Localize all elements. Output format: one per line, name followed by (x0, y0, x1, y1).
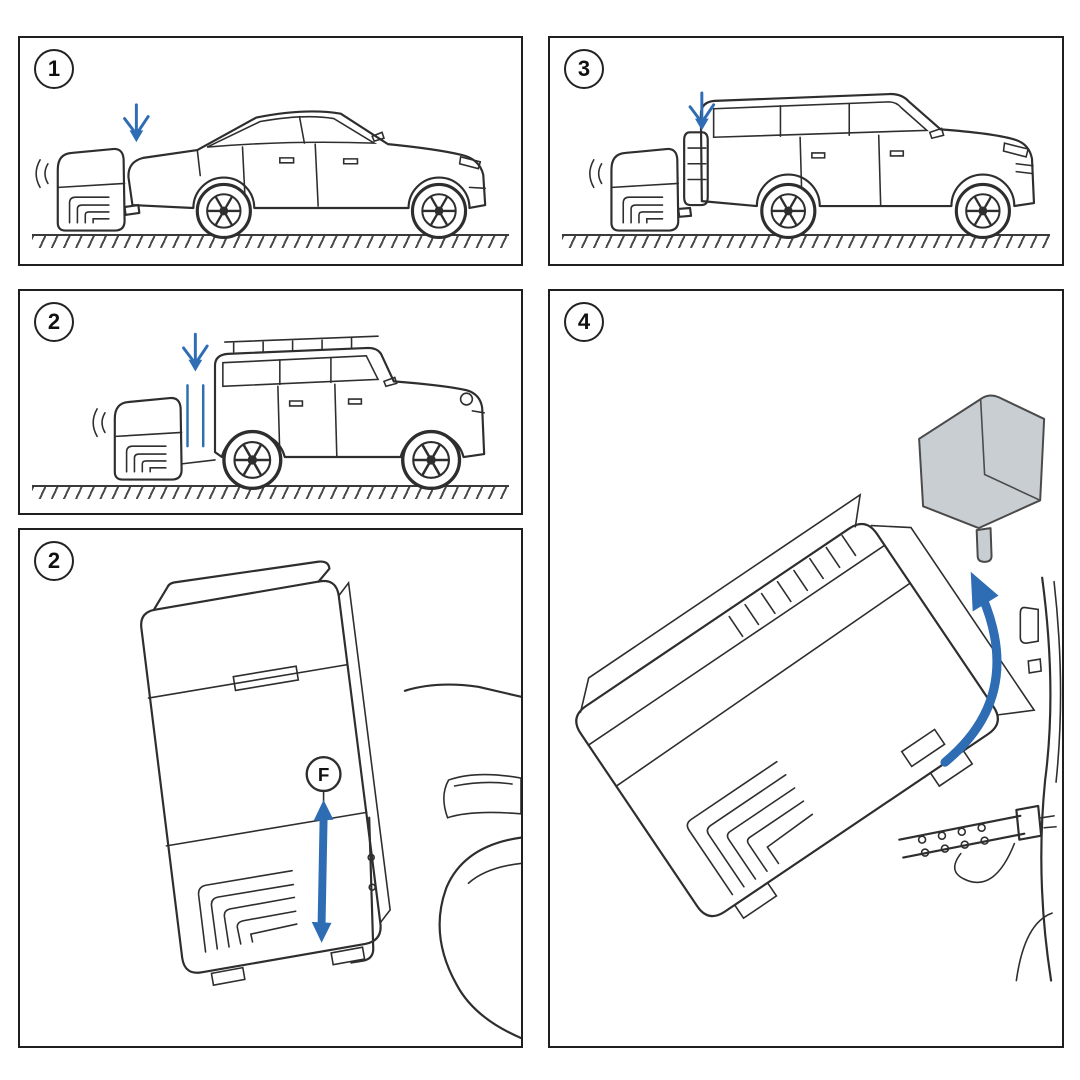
rear-wheel (760, 182, 817, 240)
mount-bracket-indicator (182, 332, 209, 448)
carrier-closeup-illustration: F (140, 560, 521, 1040)
taillight (1019, 606, 1039, 644)
tilt-illustration (575, 394, 1062, 982)
suv-illustration (589, 91, 1036, 240)
step-badge: 3 (564, 49, 604, 89)
step-badge: 4 (564, 302, 604, 342)
double-arrow-icon (311, 799, 334, 943)
front-wheel (954, 182, 1011, 240)
step-badge: 2 (34, 541, 74, 581)
ground-hatch (32, 234, 509, 248)
sedan-illustration (35, 103, 487, 240)
front-wheel (410, 182, 468, 240)
curved-arrow-icon (940, 571, 1002, 767)
shake-marks (92, 408, 106, 438)
down-arrow-icon (182, 332, 209, 374)
bumper-corner-piece (918, 394, 1046, 563)
panel-step-2-closeup: 2 (18, 528, 523, 1048)
headlight (443, 773, 521, 819)
down-arrow-icon (688, 91, 716, 132)
cargo-box-drawing (589, 147, 693, 232)
cargo-box-drawing (35, 147, 141, 232)
f-marker-badge: F (305, 756, 342, 809)
ground-hatch (32, 485, 509, 499)
ground-hatch (562, 234, 1050, 248)
cargo-box-drawing (92, 396, 216, 481)
down-arrow-icon (123, 103, 150, 144)
suv-car-drawing (683, 92, 1036, 240)
hitch-post-drawing (350, 816, 376, 964)
boxy-suv-car-drawing (213, 335, 486, 491)
panel-step-2-boxy-suv: 2 (18, 289, 523, 515)
panel-step-4-tilt-closeup: 4 (548, 289, 1064, 1048)
front-wheel (401, 429, 462, 491)
safety-cable (954, 842, 1016, 884)
vehicle-rear-drawing (1015, 576, 1062, 982)
front-fender-drawing (403, 683, 521, 1040)
panel-step-1-sedan: 1 (18, 36, 523, 266)
shake-marks (35, 159, 49, 189)
panel-step-3-suv: 3 (548, 36, 1064, 266)
locking-pin (975, 527, 993, 563)
rear-wheel (195, 182, 252, 240)
shake-marks (589, 159, 603, 189)
boxy-suv-illustration (92, 332, 486, 491)
svg-text:F: F (318, 764, 330, 785)
carrier-box-drawing (140, 560, 391, 987)
mounting-arm-drawing (898, 804, 1057, 884)
step-badge: 2 (34, 302, 74, 342)
rear-wheel (222, 429, 283, 491)
tilted-carrier-box-drawing (575, 493, 1036, 920)
spare-tire (683, 131, 709, 207)
step-badge: 1 (34, 49, 74, 89)
roof-rack (224, 335, 379, 353)
sedan-car-drawing (127, 110, 487, 240)
